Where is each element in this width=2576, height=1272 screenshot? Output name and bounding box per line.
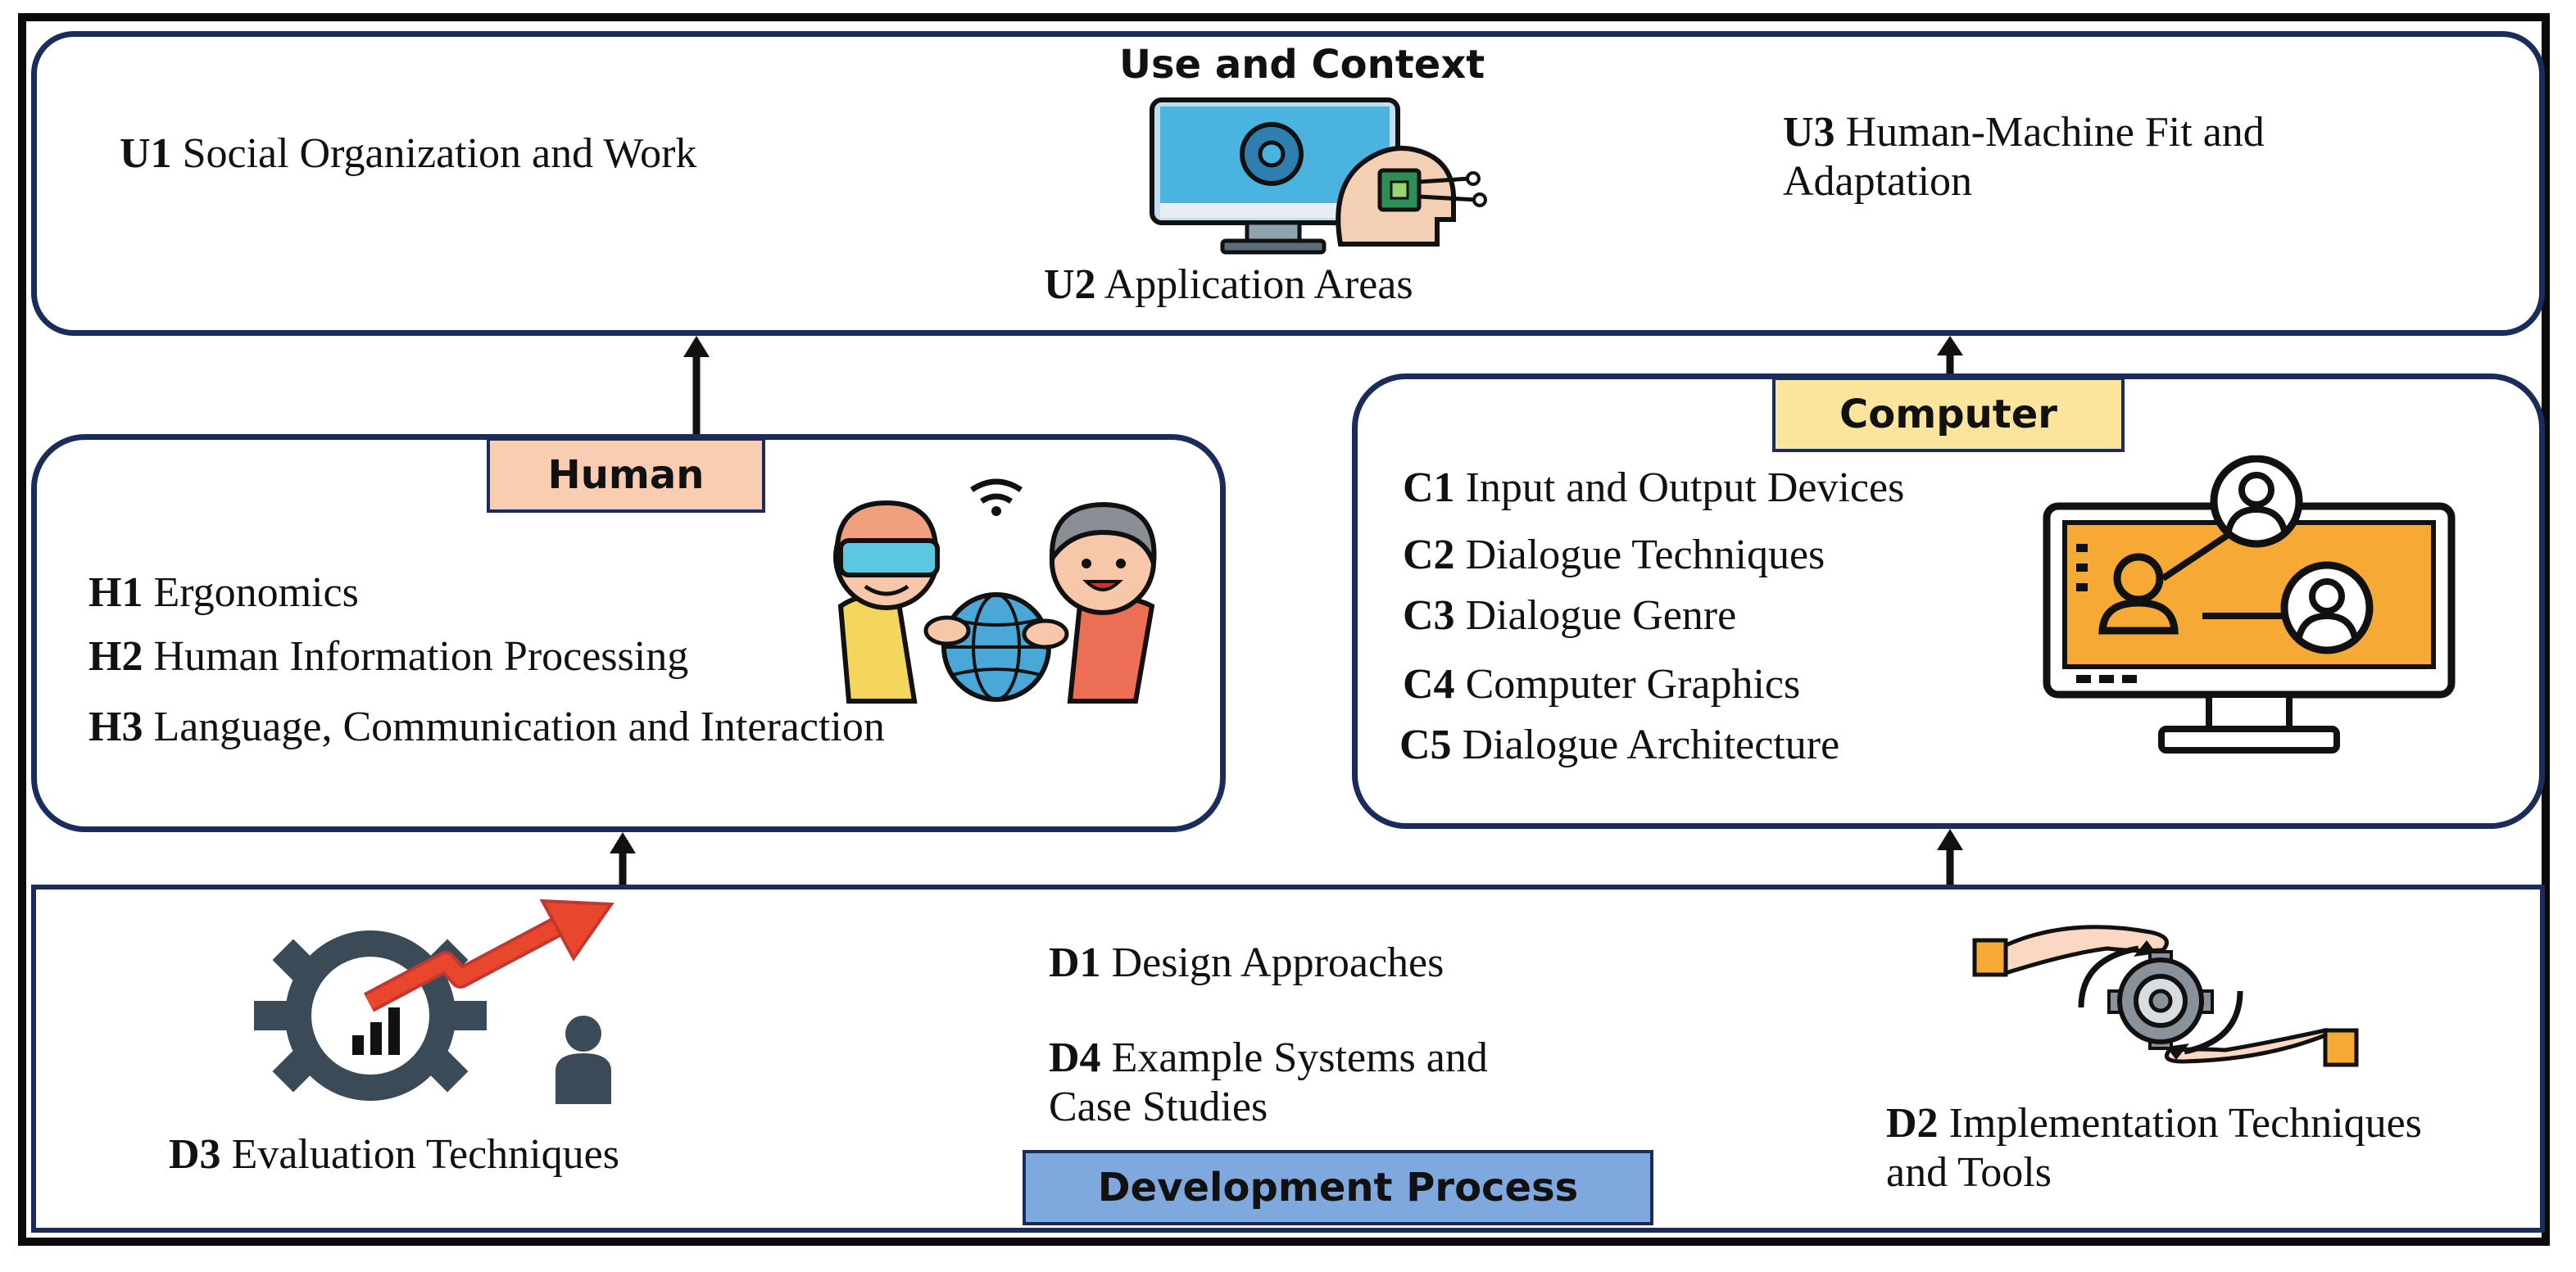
d3-code: D3 bbox=[169, 1131, 221, 1178]
d3-text: Evaluation Techniques bbox=[231, 1131, 619, 1178]
d4-code: D4 bbox=[1049, 1034, 1101, 1081]
c5-code: C5 bbox=[1399, 722, 1452, 768]
d3-item: D3 Evaluation Techniques bbox=[169, 1130, 619, 1179]
d2-code: D2 bbox=[1886, 1100, 1939, 1147]
h2-item: H2 Human Information Processing bbox=[88, 632, 688, 681]
c2-code: C2 bbox=[1403, 532, 1455, 578]
h2-code: H2 bbox=[88, 633, 143, 680]
c3-item: C3 Dialogue Genre bbox=[1403, 591, 1736, 641]
u3-text: Human-Machine Fit and Adaptation bbox=[1783, 109, 2265, 205]
c2-item: C2 Dialogue Techniques bbox=[1403, 531, 1825, 580]
arrow-dev-to-human bbox=[610, 832, 636, 886]
h3-text: Language, Communication and Interaction bbox=[153, 704, 885, 750]
u2-code: U2 bbox=[1044, 261, 1096, 308]
u2-item: U2 Application Areas bbox=[1044, 260, 1413, 310]
h3-code: H3 bbox=[88, 704, 143, 750]
c4-text: Computer Graphics bbox=[1465, 661, 1801, 708]
h1-code: H1 bbox=[88, 569, 143, 616]
h2-text: Human Information Processing bbox=[153, 633, 689, 680]
c4-item: C4 Computer Graphics bbox=[1403, 660, 1800, 709]
vr-users-globe-icon bbox=[833, 478, 1157, 704]
c1-item: C1 Input and Output Devices bbox=[1403, 464, 1904, 513]
d1-item: D1 Design Approaches bbox=[1049, 939, 1444, 988]
h1-item: H1 Ergonomics bbox=[88, 568, 359, 618]
monitor-network-users-icon bbox=[2043, 455, 2456, 754]
u1-item: U1 Social Organization and Work bbox=[120, 129, 742, 179]
human-tag: Human bbox=[487, 437, 765, 513]
arrow-dev-to-computer bbox=[1937, 829, 1963, 886]
c3-code: C3 bbox=[1403, 592, 1455, 639]
c4-code: C4 bbox=[1403, 661, 1455, 708]
c5-item: C5 Dialogue Architecture bbox=[1399, 721, 1839, 770]
arrow-human-to-use bbox=[683, 336, 710, 436]
computer-ai-head-icon bbox=[1150, 97, 1487, 255]
c1-code: C1 bbox=[1403, 464, 1455, 511]
c5-text: Dialogue Architecture bbox=[1462, 722, 1840, 768]
d4-text: Example Systems and Case Studies bbox=[1049, 1034, 1488, 1130]
development-tag: Development Process bbox=[1023, 1150, 1653, 1225]
use-context-title: Use and Context bbox=[1119, 42, 1485, 88]
d2-item: D2 Implementation Techniques and Tools bbox=[1886, 1099, 2460, 1197]
u3-item: U3 Human-Machine Fit and Adaptation bbox=[1783, 108, 2455, 206]
c2-text: Dialogue Techniques bbox=[1465, 532, 1825, 578]
u1-code: U1 bbox=[120, 130, 172, 177]
d2-text: Implementation Techniques and Tools bbox=[1886, 1100, 2422, 1196]
d1-code: D1 bbox=[1049, 939, 1101, 986]
u3-code: U3 bbox=[1783, 109, 1835, 156]
hands-gear-cycle-icon bbox=[1972, 925, 2359, 1067]
c1-text: Input and Output Devices bbox=[1465, 464, 1905, 511]
gear-growth-chart-icon bbox=[254, 899, 615, 1104]
h3-item: H3 Language, Communication and Interacti… bbox=[88, 703, 885, 752]
c3-text: Dialogue Genre bbox=[1465, 592, 1737, 639]
arrow-computer-to-use bbox=[1937, 336, 1963, 377]
d1-text: Design Approaches bbox=[1111, 939, 1444, 986]
computer-tag: Computer bbox=[1772, 377, 2125, 452]
d4-item: D4 Example Systems and Case Studies bbox=[1049, 1034, 1557, 1132]
h1-text: Ergonomics bbox=[153, 569, 359, 616]
u2-text: Application Areas bbox=[1104, 261, 1413, 308]
u1-text: Social Organization and Work bbox=[182, 130, 697, 177]
